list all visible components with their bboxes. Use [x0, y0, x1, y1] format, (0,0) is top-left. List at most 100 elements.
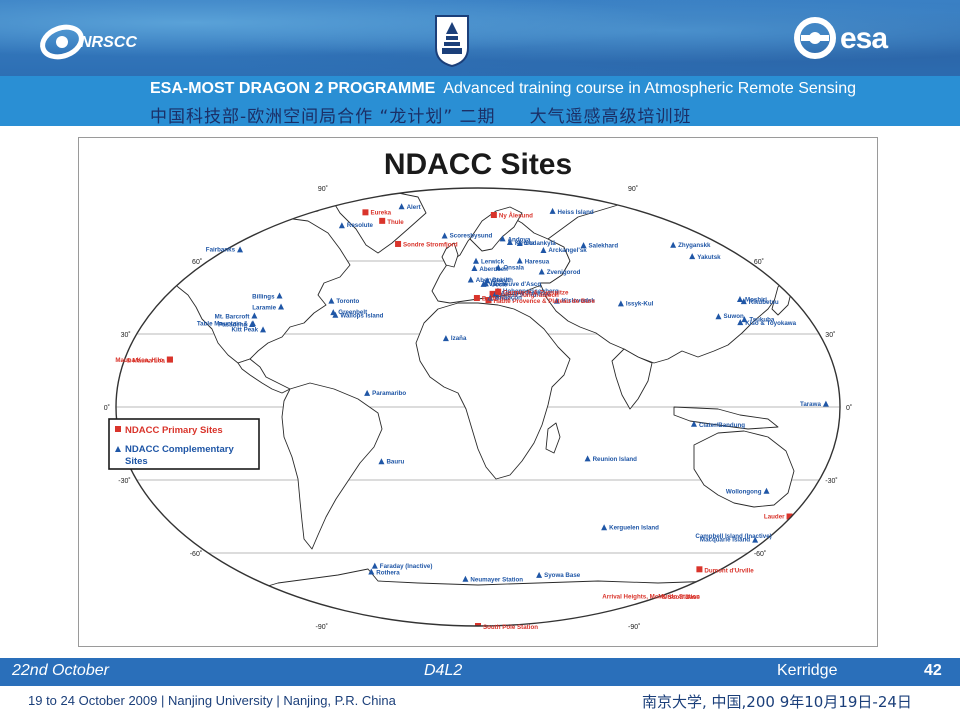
site-label: Moshiri — [745, 296, 767, 303]
latitude-label-right: 90˚ — [628, 185, 638, 193]
site-label: Tsukuba — [749, 317, 775, 324]
site-label: Macquarie Island — [700, 537, 750, 544]
australia-outline — [693, 430, 795, 508]
site-label: Ny Ålesund — [499, 213, 533, 220]
site-label: Scoresbysund — [450, 232, 493, 239]
primary-site-square-icon — [490, 212, 497, 219]
legend-primary-square-icon — [115, 426, 121, 432]
site-label: Rothera — [376, 569, 400, 576]
site-label: Izaña — [451, 335, 467, 342]
complementary-site-triangle-icon — [467, 276, 474, 283]
complementary-site-triangle-icon — [371, 562, 378, 569]
complementary-site-triangle-icon — [368, 568, 375, 575]
latitude-label-left: 0˚ — [104, 404, 110, 412]
site-label: & Mauna Loa — [126, 358, 165, 365]
site-label: Bern & Jungfraujoch — [498, 292, 559, 299]
site-label: Syowa Base — [544, 572, 581, 579]
complementary-site-triangle-icon — [364, 389, 371, 396]
map-oval-border — [115, 187, 841, 627]
primary-site-square-icon — [395, 240, 402, 247]
site-label: Suwon — [723, 313, 743, 320]
central-america-outline — [237, 358, 291, 394]
site-label: Kitt Peak — [232, 326, 259, 333]
map-ocean-group — [116, 188, 840, 626]
chinese-title-b: 大气遥感高级培训班 — [529, 107, 692, 127]
site-label: Kiso & Toyokawa — [745, 320, 796, 327]
complementary-site-triangle-icon — [260, 326, 267, 333]
complementary-site-triangle-icon — [737, 319, 744, 326]
primary-site-square-icon — [379, 217, 386, 224]
latitude-label-right: 30˚ — [825, 331, 835, 339]
esa-logo-text: esa — [840, 22, 888, 55]
complementary-site-triangle-icon — [237, 246, 244, 253]
latitude-label-right: -30˚ — [825, 477, 837, 485]
antarctica-outline — [116, 568, 840, 626]
site-label: Villeneuve d'Ascq — [489, 281, 542, 288]
ndacc-world-map: NDACC Sites — [104, 148, 852, 631]
site-label: Kerguelen Island — [609, 525, 659, 532]
madagascar-outline — [545, 422, 561, 454]
site-label: Issyk-Kul — [626, 300, 654, 307]
complementary-site-triangle-icon — [332, 311, 339, 318]
africa-outline — [415, 302, 571, 480]
primary-site-square-icon — [475, 623, 481, 626]
site-label: Zhyganskk — [678, 242, 711, 249]
site-label: Wollongong — [726, 489, 762, 496]
site-label: & Scott Base — [662, 594, 701, 601]
complementary-site-triangle-icon — [462, 575, 469, 582]
slide-number: 42 — [924, 662, 942, 679]
latitude-label-right: 0˚ — [846, 404, 852, 412]
site-label: Yakutsk — [697, 254, 721, 261]
chinese-title-line: 中国科技部-欧洲空间局合作 “龙计划” 二期大气遥感高级培训班 — [150, 102, 692, 127]
site-label: Salekhard — [589, 243, 619, 250]
site-label: Hohenpeissenberg — [503, 288, 559, 295]
primary-site-square-icon — [696, 566, 703, 573]
site-label: Faraday (Inactive) — [380, 563, 433, 570]
site-label: Garmisch & Zugspitze — [503, 290, 569, 297]
site-label: Bordeaux — [482, 295, 511, 302]
latitude-label-right: -90˚ — [628, 623, 640, 631]
latitude-label-left: 90˚ — [318, 185, 328, 193]
programme-title: ESA-MOST DRAGON 2 PROGRAMME — [150, 80, 436, 97]
india-outline — [611, 348, 653, 410]
complementary-site-triangle-icon — [715, 313, 722, 320]
complementary-site-triangle-icon — [338, 222, 345, 229]
latitude-label-left: 30˚ — [121, 331, 131, 339]
complementary-site-triangle-icon — [538, 268, 545, 275]
esa-logo-icon — [794, 17, 836, 59]
complementary-site-triangle-icon — [251, 312, 258, 319]
site-label: Bauru — [386, 458, 404, 465]
complementary-site-triangle-icon — [499, 235, 506, 242]
complementary-site-triangle-icon — [736, 295, 743, 302]
complementary-site-triangle-icon — [495, 264, 502, 271]
complementary-site-triangle-icon — [553, 297, 560, 304]
latitude-labels: 90˚90˚60˚60˚30˚30˚0˚0˚-30˚-30˚-60˚-60˚-9… — [104, 185, 852, 631]
complementary-site-triangle-icon — [689, 253, 696, 260]
primary-site-square-icon — [786, 513, 793, 520]
complementary-site-triangle-icon — [763, 487, 770, 494]
footer-speaker: Kerridge — [777, 662, 838, 679]
map-legend: NDACC Primary Sites NDACC Complementary … — [108, 418, 260, 470]
complementary-site-triangle-icon — [248, 321, 255, 328]
legend-primary-label: NDACC Primary Sites — [125, 425, 223, 436]
site-label: Kislovodsk — [562, 298, 596, 305]
nrscc-logo-text: NRSCC — [80, 34, 137, 51]
continents — [116, 188, 840, 626]
latitude-label-left: -90˚ — [316, 623, 328, 631]
site-label: Rikubetsu — [749, 299, 779, 306]
site-label: Toronto — [336, 298, 359, 305]
legend-complementary-triangle-icon — [115, 446, 121, 452]
footer-date: 22nd October — [12, 662, 109, 679]
complementary-site-triangle-icon — [480, 280, 487, 287]
primary-site-square-icon — [473, 294, 480, 301]
site-label: Ciater/Bandung — [699, 422, 745, 429]
complementary-site-triangle-icon — [378, 458, 385, 465]
site-label: Kiruna — [515, 240, 535, 247]
title-band — [0, 76, 960, 126]
site-label: Laramie — [252, 305, 276, 312]
nanjing-university-seal-icon — [435, 15, 469, 68]
complementary-site-triangle-icon — [441, 232, 448, 239]
site-label: Zvenigorod — [547, 269, 581, 276]
latitude-label-left: 60˚ — [192, 258, 202, 266]
